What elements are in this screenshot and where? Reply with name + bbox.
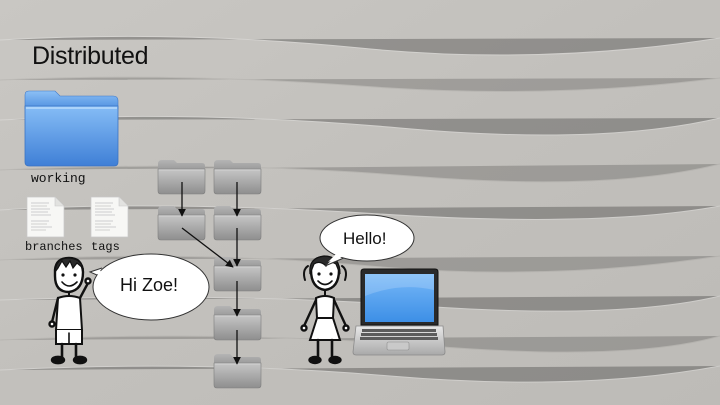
working-folder-icon <box>24 90 119 167</box>
branches-label: branches <box>25 240 83 254</box>
slide-title: Distributed <box>32 42 149 70</box>
boy-figure <box>48 256 92 365</box>
boy-speech-text: Hi Zoe! <box>120 275 179 295</box>
commit-arrows <box>178 182 241 365</box>
girl-speech-text: Hello! <box>343 229 387 248</box>
tags-document-icon <box>90 196 129 238</box>
arrow <box>181 227 234 268</box>
laptop-icon <box>352 268 446 356</box>
boy-speech-bubble <box>88 253 210 321</box>
girl-speech-bubble <box>319 214 415 267</box>
tags-label: tags <box>91 240 120 254</box>
working-label: working <box>31 171 86 186</box>
branches-document-icon <box>26 196 65 238</box>
girl-figure <box>300 255 350 365</box>
